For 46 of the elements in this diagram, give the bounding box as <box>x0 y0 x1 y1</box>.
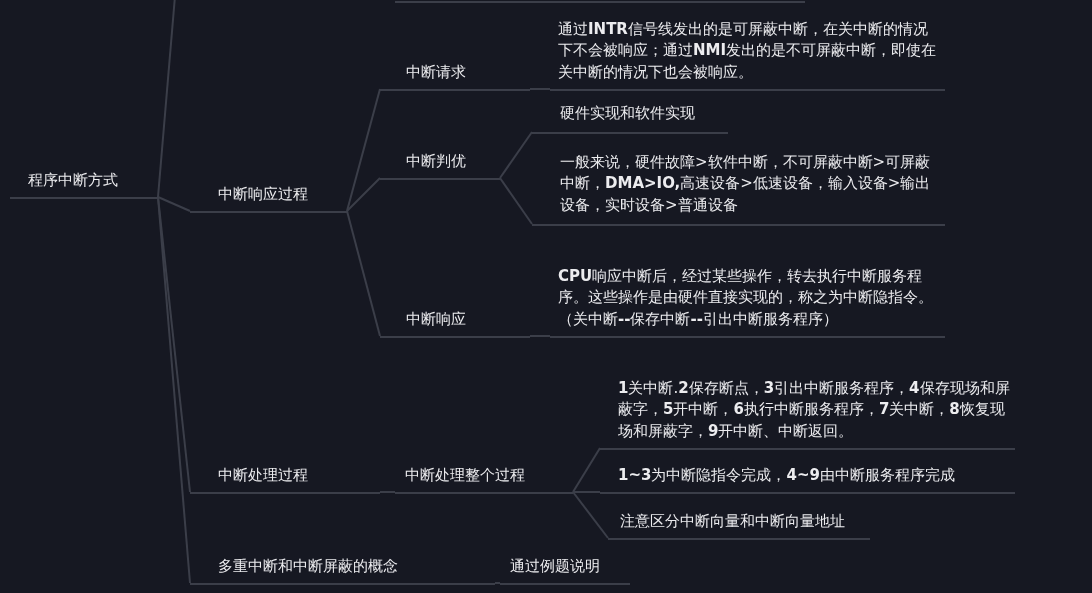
topic-text: 通过INTR信号线发出的是可屏蔽中断，在关中断的情况下不会被响应；通过NMI发出的是不可屏蔽中断，即使在关中断的情况下也会被响应。 <box>557 18 938 83</box>
branch-line <box>346 210 381 337</box>
topic-text: 中断请求 <box>405 61 467 83</box>
branch-line <box>157 196 191 584</box>
topic-node <box>532 151 945 226</box>
topic-text: 中断响应 <box>405 308 467 330</box>
topic-node <box>190 464 380 494</box>
topic-node <box>600 464 1015 494</box>
topic-node <box>500 555 630 585</box>
topic-node <box>550 265 945 338</box>
branch-line <box>379 491 396 493</box>
branch-line <box>346 177 381 212</box>
topic-text: 程序中断方式 <box>27 169 119 191</box>
branch-line <box>157 0 176 198</box>
topic-node <box>395 464 573 494</box>
branch-line <box>157 196 191 212</box>
branch-line <box>572 447 601 493</box>
topic-text: 多重中断和中断屏蔽的概念 <box>217 555 399 577</box>
topic-node <box>600 377 1015 450</box>
topic-node <box>190 555 495 585</box>
branch-line <box>529 88 551 90</box>
topic-node <box>608 510 870 540</box>
topic-node <box>190 183 347 213</box>
branch-line <box>499 177 533 225</box>
topic-text: 中断处理过程 <box>217 464 309 486</box>
topic-node <box>380 150 500 180</box>
branch-line <box>346 88 381 212</box>
topic-text: 一般来说，硬件故障>软件中断，不可屏蔽中断>可屏蔽中断，DMA>IO,高速设备>低速设备，输入设备>输出设备，实时设备>普通设备 <box>559 151 932 216</box>
topic-node <box>532 102 728 134</box>
branch-line <box>499 131 533 179</box>
topic-text: 中断处理整个过程 <box>404 464 526 486</box>
topic-text: CPU响应中断后，经过某些操作，转去执行中断服务程序。这些操作是由硬件直接实现的，称之为中断隐指令。（关中断--保存中断--引出中断服务程序） <box>557 265 934 330</box>
topic-node <box>380 308 530 338</box>
topic-text: 中断响应过程 <box>217 183 309 205</box>
topic-node <box>10 169 158 199</box>
branch-line <box>529 335 551 337</box>
topic-node <box>380 61 530 91</box>
topic-text: 硬件实现和软件实现 <box>559 102 696 124</box>
branch-line <box>494 582 501 584</box>
topic-text: 注意区分中断向量和中断向量地址 <box>619 510 846 532</box>
branch-line <box>572 491 601 493</box>
topic-text: 1~3为中断隐指令完成，4~9由中断服务程序完成 <box>617 464 956 486</box>
topic-text: 通过例题说明 <box>509 555 601 577</box>
topic-text: 1关中断.2保存断点，3引出中断服务程序，4保存现场和屏蔽字，5开中断，6执行中断服务程序，7关中断，8恢复现场和屏蔽字，9开中断、中断返回。 <box>617 377 1011 442</box>
topic-text: 中断判优 <box>405 150 467 172</box>
branch-line <box>572 491 609 539</box>
